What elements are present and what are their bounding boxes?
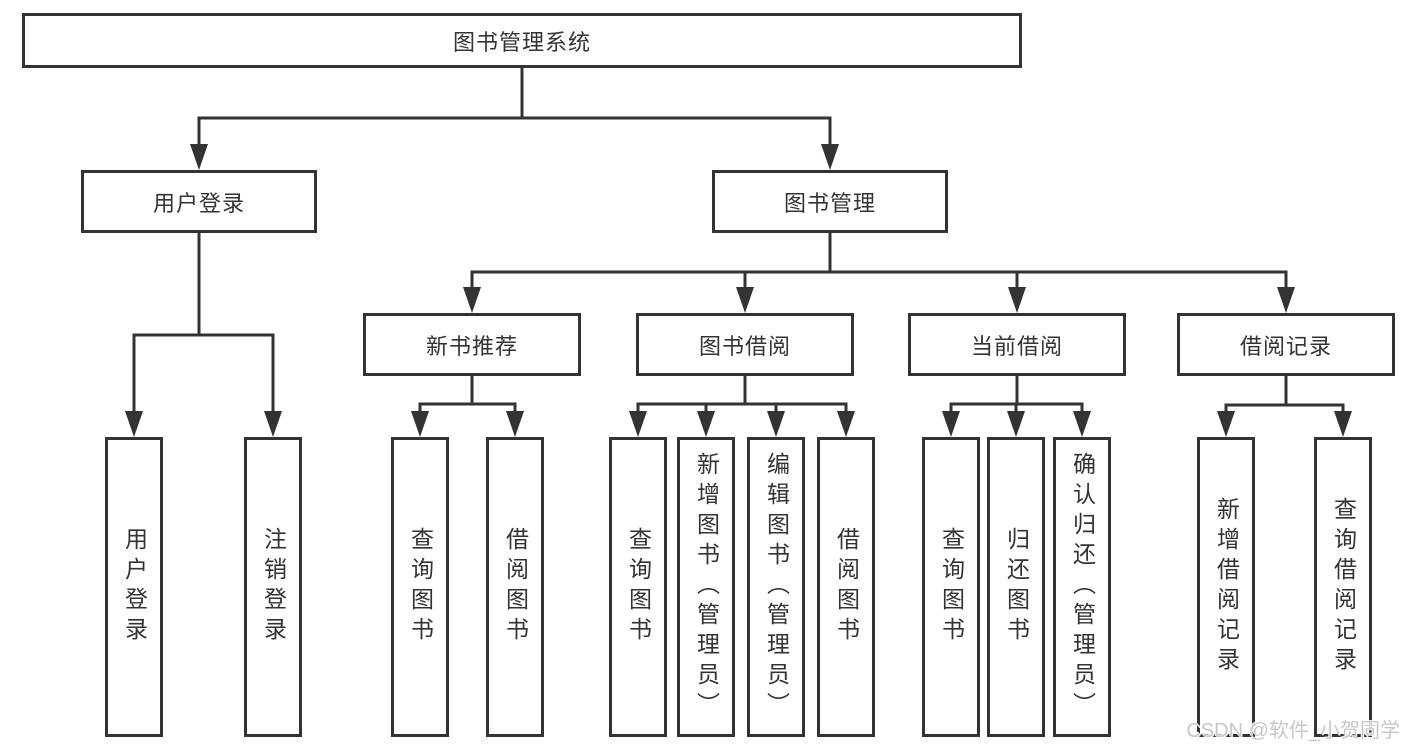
arrowhead-down-icon xyxy=(1277,287,1295,313)
leaf-label: 新增借阅记录 xyxy=(1213,497,1240,677)
connector-user-login-children xyxy=(125,231,282,437)
node-user-login: 用户登录 xyxy=(81,170,317,233)
arrowhead-down-icon xyxy=(411,411,429,437)
node-current-borrowing-label: 当前借阅 xyxy=(970,333,1063,359)
watermark: CSDN @软件_小贺同学 xyxy=(1186,720,1400,742)
arrowhead-down-icon xyxy=(1007,411,1025,437)
arrowhead-down-icon xyxy=(942,411,960,437)
node-borrowing-records-label: 借阅记录 xyxy=(1239,333,1332,359)
leaf-label: 查询图书 xyxy=(407,527,434,647)
node-root-label: 图书管理系统 xyxy=(452,29,591,55)
arrowhead-down-icon xyxy=(1008,287,1026,313)
node-borrowing-records: 借阅记录 xyxy=(1177,313,1395,376)
leaf-label: 编辑图书（管理员） xyxy=(763,452,790,722)
leaf-label: 注销登录 xyxy=(260,527,287,647)
connector-borrowing-records-children xyxy=(1217,374,1352,437)
node-leaf-query-books-current: 查询图书 xyxy=(922,437,980,737)
node-book-management-label: 图书管理 xyxy=(783,190,876,216)
arrowhead-down-icon xyxy=(837,411,855,437)
leaf-label: 归还图书 xyxy=(1003,527,1030,647)
node-current-borrowing: 当前借阅 xyxy=(908,313,1126,376)
arrowhead-down-icon xyxy=(736,287,754,313)
node-leaf-add-borrow-record: 新增借阅记录 xyxy=(1197,437,1255,737)
arrowhead-down-icon xyxy=(767,411,785,437)
node-book-borrowing: 图书借阅 xyxy=(636,313,854,376)
node-leaf-query-borrow-record: 查询借阅记录 xyxy=(1314,437,1372,737)
connector-book-management-children xyxy=(463,231,1295,313)
leaf-label: 新增图书（管理员） xyxy=(693,452,720,722)
arrowhead-down-icon xyxy=(463,287,481,313)
node-leaf-query-books-recommend: 查询图书 xyxy=(391,437,449,737)
leaf-label: 用户登录 xyxy=(121,527,148,647)
node-leaf-add-books: 新增图书（管理员） xyxy=(677,437,735,737)
leaf-label: 确认归还（管理员） xyxy=(1069,452,1096,722)
arrowhead-down-icon xyxy=(1073,411,1091,437)
leaf-label: 查询借阅记录 xyxy=(1330,497,1357,677)
node-user-login-label: 用户登录 xyxy=(152,190,245,216)
node-new-book-recommend-label: 新书推荐 xyxy=(425,333,518,359)
node-leaf-return-books: 归还图书 xyxy=(987,437,1045,737)
arrowhead-down-icon xyxy=(125,411,143,437)
arrowhead-down-icon xyxy=(821,144,839,170)
arrowhead-down-icon xyxy=(190,144,208,170)
node-leaf-borrow-books-borrowing: 借阅图书 xyxy=(817,437,875,737)
arrowhead-down-icon xyxy=(264,411,282,437)
connector-root-to-level2 xyxy=(190,66,839,170)
arrowhead-down-icon xyxy=(1217,411,1235,437)
leaf-label: 借阅图书 xyxy=(502,527,529,647)
node-book-borrowing-label: 图书借阅 xyxy=(698,333,791,359)
arrowhead-down-icon xyxy=(506,411,524,437)
connector-current-borrowing-children xyxy=(942,374,1091,437)
node-leaf-logout: 注销登录 xyxy=(244,437,302,737)
node-root: 图书管理系统 xyxy=(22,13,1022,68)
node-leaf-user-login: 用户登录 xyxy=(105,437,163,737)
node-leaf-edit-books: 编辑图书（管理员） xyxy=(747,437,805,737)
leaf-label: 查询图书 xyxy=(938,527,965,647)
arrowhead-down-icon xyxy=(697,411,715,437)
arrowhead-down-icon xyxy=(629,411,647,437)
node-new-book-recommend: 新书推荐 xyxy=(363,313,581,376)
node-leaf-borrow-books-recommend: 借阅图书 xyxy=(486,437,544,737)
connector-new-book-recommend-children xyxy=(411,374,524,437)
node-book-management: 图书管理 xyxy=(712,170,948,233)
arrowhead-down-icon xyxy=(1334,411,1352,437)
node-leaf-confirm-return: 确认归还（管理员） xyxy=(1053,437,1111,737)
leaf-label: 借阅图书 xyxy=(833,527,860,647)
node-leaf-query-books-borrowing: 查询图书 xyxy=(609,437,667,737)
leaf-label: 查询图书 xyxy=(625,527,652,647)
connector-book-borrowing-children xyxy=(629,374,855,437)
